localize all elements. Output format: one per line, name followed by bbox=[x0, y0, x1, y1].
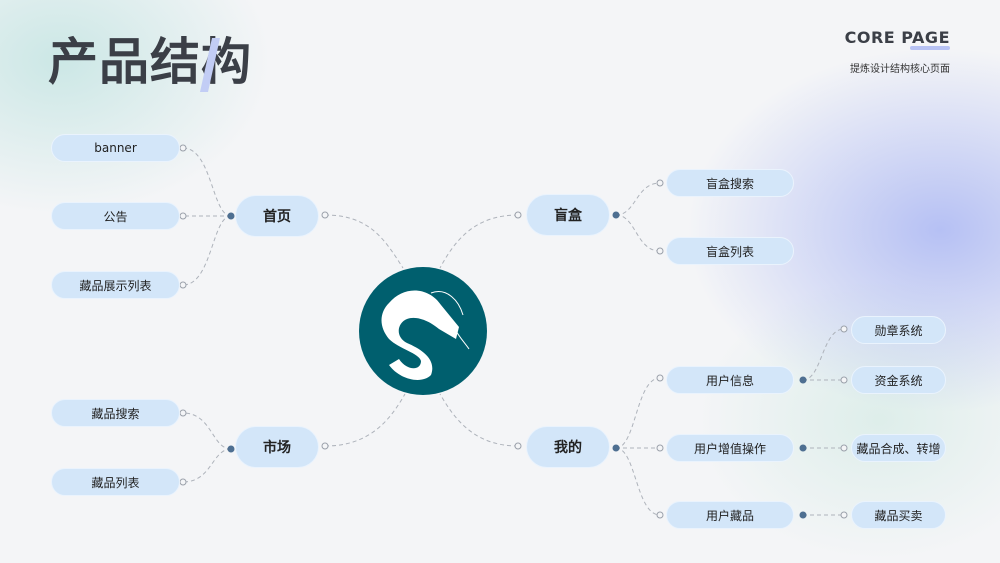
leaf-label: 盲盒搜索 bbox=[705, 176, 754, 191]
leaf-banner: banner bbox=[51, 134, 180, 162]
leaf-collection-search: 藏品搜索 bbox=[51, 399, 180, 427]
core-page-label: CORE PAGE bbox=[844, 28, 950, 47]
leaf-user-value-ops: 用户增值操作 bbox=[666, 434, 794, 462]
leaf-label: 藏品展示列表 bbox=[79, 278, 152, 293]
leaf-medal-system: 勋章系统 bbox=[851, 316, 946, 344]
node-blindbox: 盲盒 bbox=[526, 194, 610, 236]
node-market-label: 市场 bbox=[263, 440, 291, 456]
leaf-label: 藏品合成、转增 bbox=[856, 441, 941, 456]
leaf-blindbox-list: 盲盒列表 bbox=[666, 237, 794, 265]
leaf-label: banner bbox=[94, 141, 137, 155]
leaf-label: 公告 bbox=[103, 209, 128, 224]
leaf-user-info: 用户信息 bbox=[666, 366, 794, 394]
leaf-user-collection: 用户藏品 bbox=[666, 501, 794, 529]
core-page-underline bbox=[910, 46, 950, 50]
center-logo-icon bbox=[359, 267, 487, 395]
leaf-collection-trade: 藏品买卖 bbox=[851, 501, 946, 529]
leaf-collection-list: 藏品列表 bbox=[51, 468, 180, 496]
leaf-collection-merge-transfer: 藏品合成、转增 bbox=[851, 434, 946, 462]
node-home: 首页 bbox=[235, 195, 319, 237]
title-slash-decoration bbox=[200, 38, 220, 92]
leaf-label: 藏品列表 bbox=[91, 475, 140, 490]
leaf-announcement: 公告 bbox=[51, 202, 180, 230]
node-market: 市场 bbox=[235, 426, 319, 468]
node-home-label: 首页 bbox=[263, 209, 291, 225]
leaf-blindbox-search: 盲盒搜索 bbox=[666, 169, 794, 197]
leaf-label: 勋章系统 bbox=[874, 323, 923, 338]
node-blindbox-label: 盲盒 bbox=[554, 208, 582, 224]
leaf-collection-showcase: 藏品展示列表 bbox=[51, 271, 180, 299]
leaf-label: 藏品搜索 bbox=[91, 406, 140, 421]
leaf-label: 用户藏品 bbox=[705, 508, 754, 523]
node-mine-label: 我的 bbox=[554, 440, 582, 456]
leaf-label: 藏品买卖 bbox=[874, 508, 923, 523]
leaf-label: 用户信息 bbox=[705, 373, 754, 388]
node-mine: 我的 bbox=[526, 426, 610, 468]
leaf-funds-system: 资金系统 bbox=[851, 366, 946, 394]
leaf-label: 盲盒列表 bbox=[705, 244, 754, 259]
page-subtitle: 提炼设计结构核心页面 bbox=[850, 64, 950, 75]
leaf-label: 用户增值操作 bbox=[693, 441, 766, 456]
leaf-label: 资金系统 bbox=[874, 373, 923, 388]
